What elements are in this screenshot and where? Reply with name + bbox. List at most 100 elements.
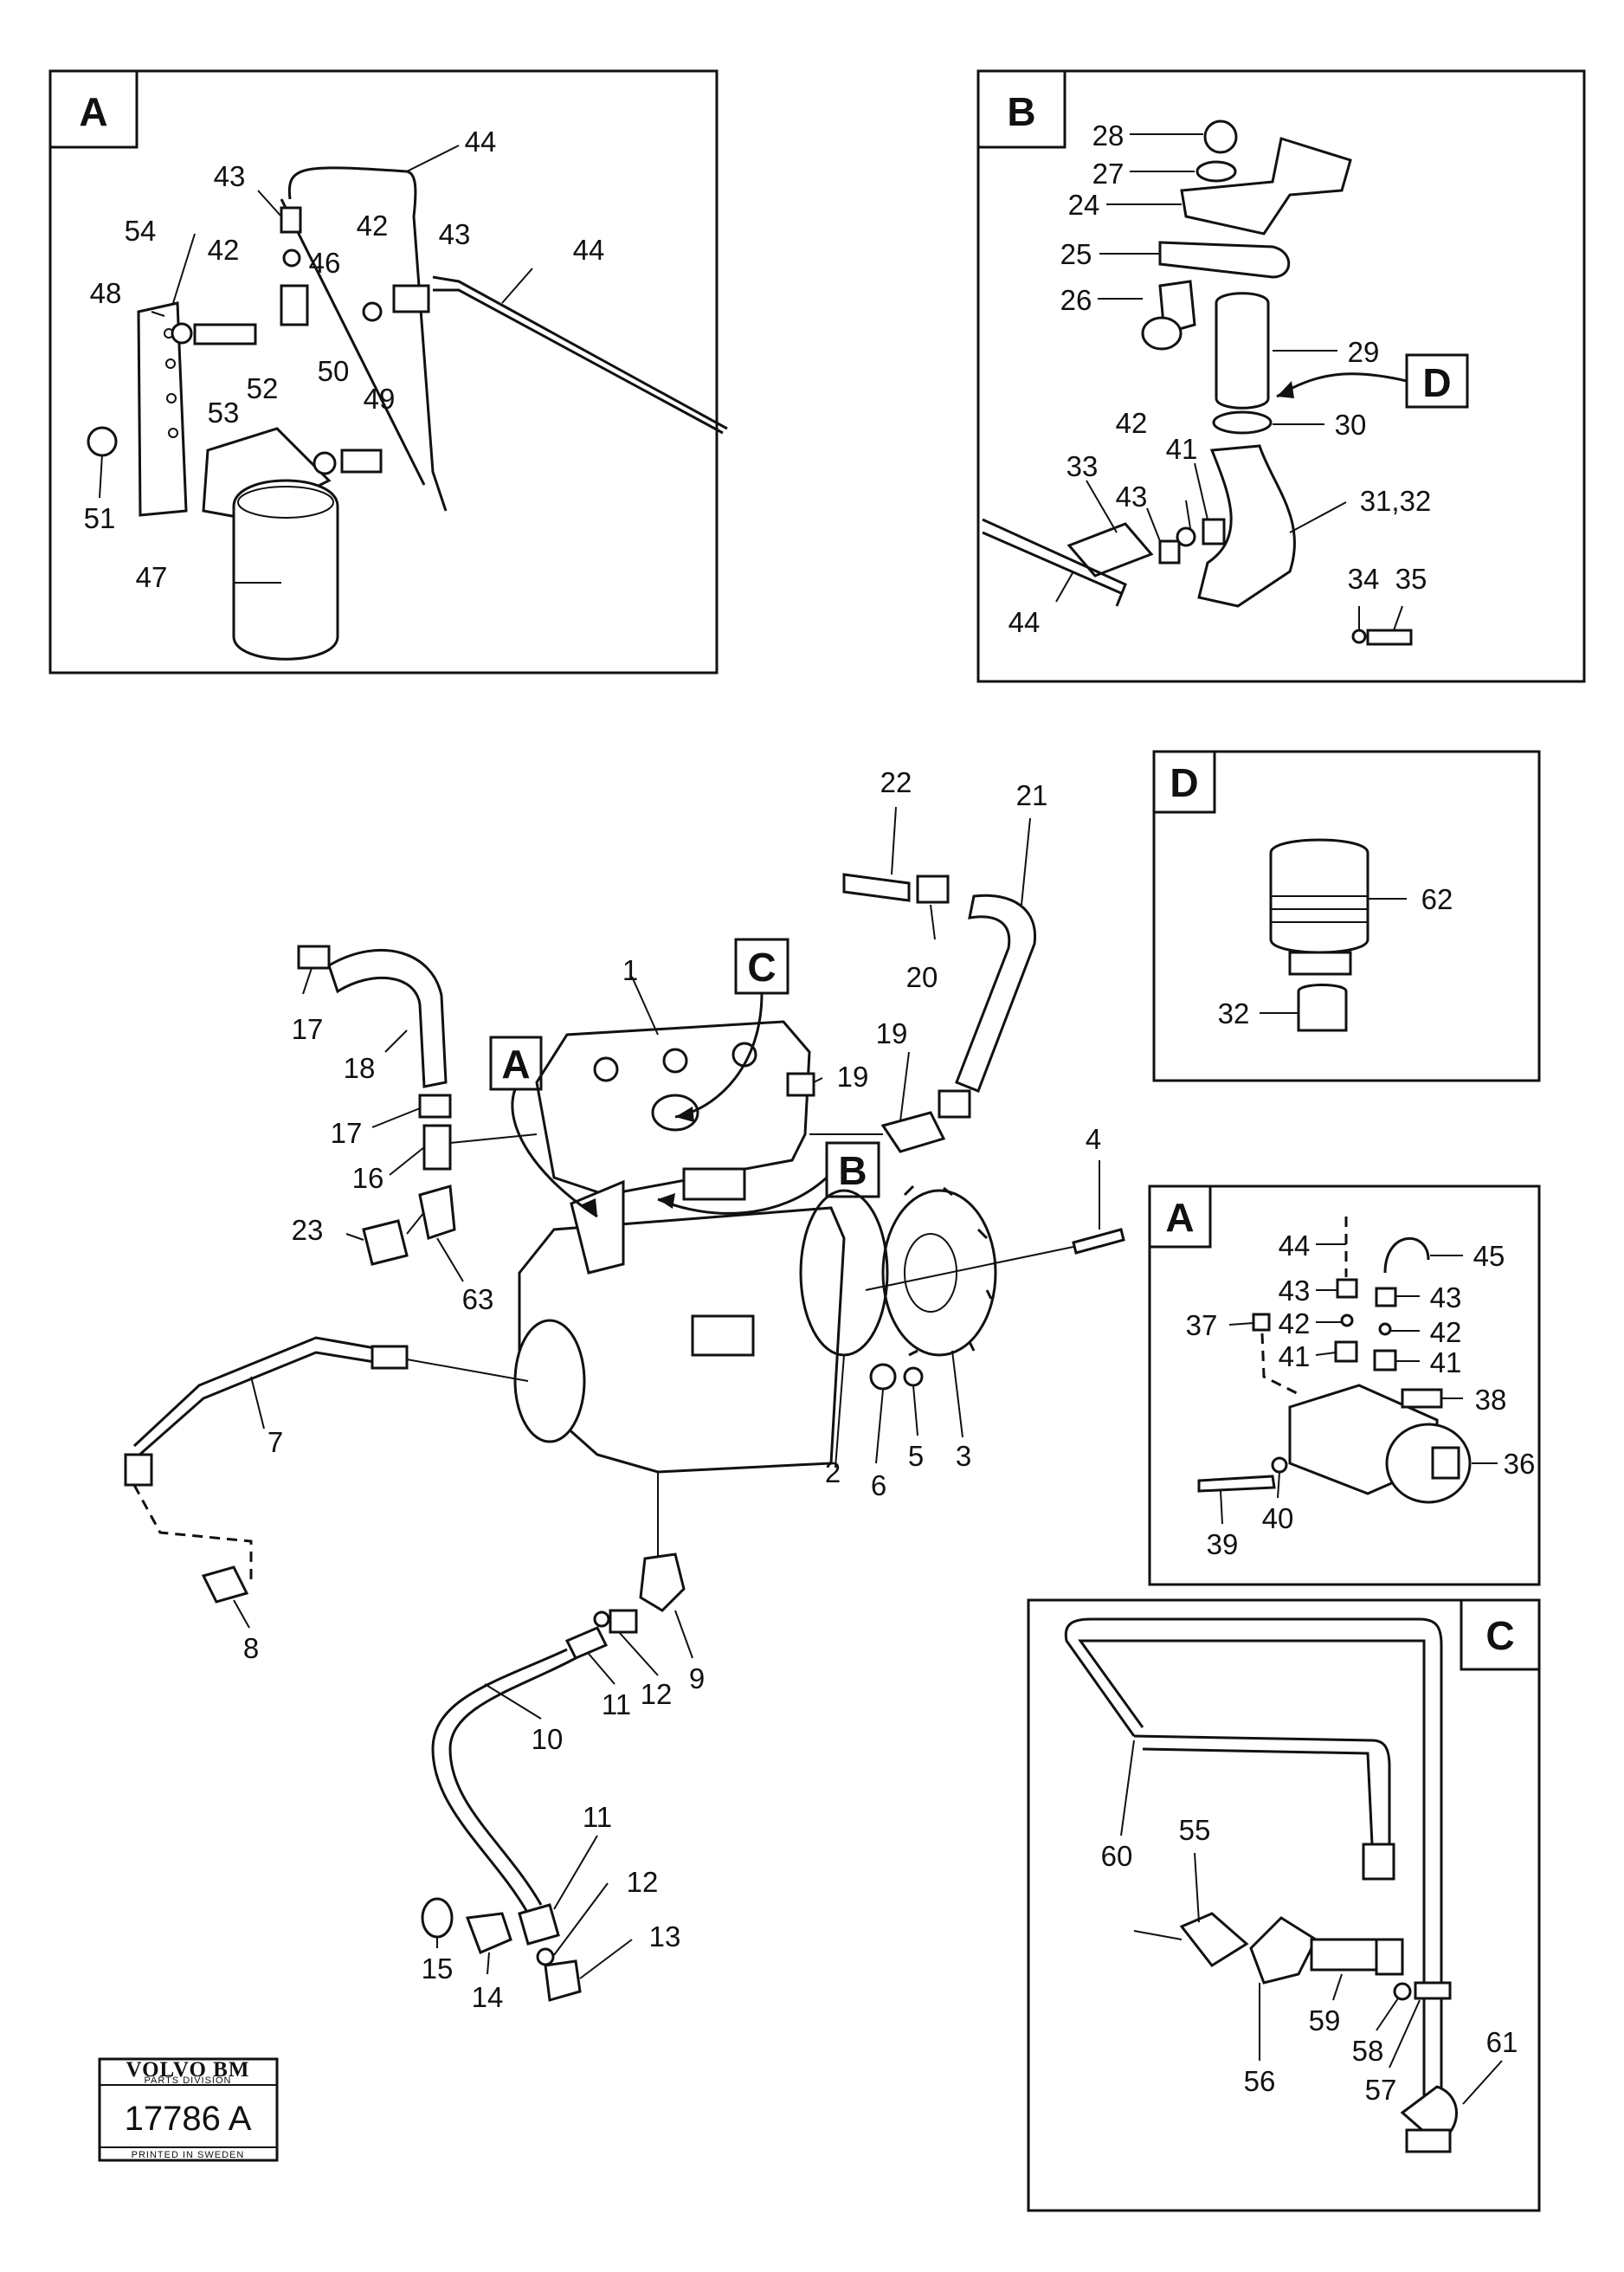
callout-43: 43: [1116, 481, 1148, 513]
clamp-30: [1212, 410, 1273, 435]
nut-11: [564, 1626, 609, 1660]
panel-title-box: [1460, 1598, 1541, 1671]
callout-45: 45: [1473, 1240, 1505, 1272]
ref-a-label: A: [501, 1042, 530, 1087]
plug-19: [786, 1072, 815, 1097]
elbow-9: [639, 1552, 686, 1612]
elbow-19: [880, 1111, 946, 1153]
callout-41b: 41: [1430, 1346, 1462, 1378]
pipe-44b: [982, 531, 1122, 595]
pipe-32: [1297, 984, 1348, 1032]
detail-panel-a-right: A 44 45 43 43 37 42 42: [1148, 1184, 1541, 1586]
stamp-printed: PRINTED IN SWEDEN: [132, 2150, 245, 2160]
detail-panel-c: C 60 55 56 59 58 57 61: [1027, 1598, 1541, 2212]
washer-54: [171, 322, 193, 345]
fitting-41b: [1373, 1349, 1397, 1372]
pipe-44: [287, 166, 448, 512]
callout-1: 1: [622, 954, 638, 986]
name-plate: [691, 1314, 755, 1357]
callout-23: 23: [292, 1214, 324, 1246]
callout-35: 35: [1395, 563, 1427, 595]
bolt-head-26: [1141, 316, 1183, 351]
fitting-46: [280, 284, 309, 326]
callout-42: 42: [1279, 1307, 1311, 1339]
washer-42b: [362, 301, 383, 322]
pipe-44: [982, 518, 1127, 607]
callout-63: 63: [462, 1283, 494, 1315]
detail-panel-b: B 2: [976, 69, 1586, 683]
callout-36: 36: [1504, 1448, 1536, 1480]
ref-box-a: [489, 1036, 543, 1091]
plate-38: [1401, 1388, 1443, 1409]
callout-28: 28: [1092, 119, 1125, 152]
callout-18: 18: [344, 1052, 376, 1084]
washer-34: [1351, 629, 1367, 644]
callout-44: 44: [1009, 606, 1041, 638]
callout-14: 14: [472, 1981, 504, 2013]
ref-box-b: [825, 1141, 880, 1198]
gasket-55: [1179, 1912, 1249, 1967]
ref-b-label: B: [838, 1148, 867, 1193]
callout-60: 60: [1101, 1840, 1133, 1872]
bracket-24: [1180, 137, 1352, 236]
detail-panel-d: D 62 32: [1152, 750, 1541, 1082]
panel-frame: [1027, 1598, 1541, 2212]
callout-43b: 43: [439, 218, 471, 250]
callout-19b: 19: [837, 1061, 869, 1093]
callout-46: 46: [309, 247, 341, 279]
pipe-44-right: [432, 275, 728, 430]
callout-17b: 17: [331, 1117, 363, 1149]
ref-d-label: D: [1422, 360, 1451, 405]
elbow-13: [544, 1959, 582, 2002]
callout-3: 3: [956, 1440, 971, 1472]
callout-29: 29: [1348, 336, 1380, 368]
adapter-22: [842, 873, 911, 902]
callout-8: 8: [243, 1632, 259, 1664]
pipe-45: [1383, 1237, 1430, 1274]
washer-42: [1176, 526, 1196, 547]
callout-32: 32: [1218, 997, 1250, 1030]
pipe-44-right-b: [433, 288, 724, 435]
callout-9: 9: [689, 1662, 705, 1694]
callout-5: 5: [908, 1440, 924, 1472]
fitting-14: [465, 1912, 512, 1954]
callout-24: 24: [1068, 189, 1100, 221]
fitting-43b: [1375, 1287, 1397, 1307]
arrow-d: [1276, 372, 1408, 398]
callout-21: 21: [1016, 779, 1048, 811]
callout-40: 40: [1262, 1502, 1294, 1534]
stamp-number: 17786 A: [125, 2100, 252, 2138]
panel-title-box: [976, 69, 1067, 149]
panel-title-box: [48, 69, 139, 149]
callout-43b: 43: [1430, 1281, 1462, 1314]
callout-42: 42: [1116, 407, 1148, 439]
callout-19: 19: [876, 1017, 908, 1049]
callout-44: 44: [465, 126, 497, 158]
callout-33: 33: [1067, 450, 1099, 482]
callout-59: 59: [1309, 2004, 1341, 2036]
plug-37: [1252, 1313, 1271, 1332]
volvo-bm-parts-stamp: VOLVO BM PARTS DIVISION 17786 A PRINTED …: [98, 2057, 279, 2162]
washer-42: [282, 248, 301, 268]
callout-11b: 11: [583, 1801, 612, 1833]
clamp-17b: [418, 1094, 452, 1119]
nut-28: [1203, 119, 1238, 154]
panel-title-box: [1148, 1184, 1212, 1249]
panel-frame: [48, 69, 719, 674]
bracket-48: [137, 301, 188, 517]
stamp-brand: VOLVO BM: [126, 2058, 250, 2082]
clamp-17a: [297, 945, 331, 970]
callout-37: 37: [1186, 1309, 1218, 1341]
fitting-43b: [392, 284, 430, 313]
washer-15: [421, 1897, 454, 1939]
callout-61: 61: [1486, 2026, 1518, 2058]
main-assembly: 22 21 20 19 17 18 1 C A 19 17 16 B 4 23 …: [124, 766, 1125, 2013]
nut-51: [87, 426, 118, 457]
detail-panel-a-top: A 44 43 54 42 46: [48, 69, 728, 674]
clamp-20b: [938, 1089, 971, 1119]
nut-12: [609, 1609, 638, 1634]
fitting-43: [1158, 539, 1181, 565]
callout-55: 55: [1179, 1814, 1211, 1846]
hose-29: [1215, 292, 1270, 410]
